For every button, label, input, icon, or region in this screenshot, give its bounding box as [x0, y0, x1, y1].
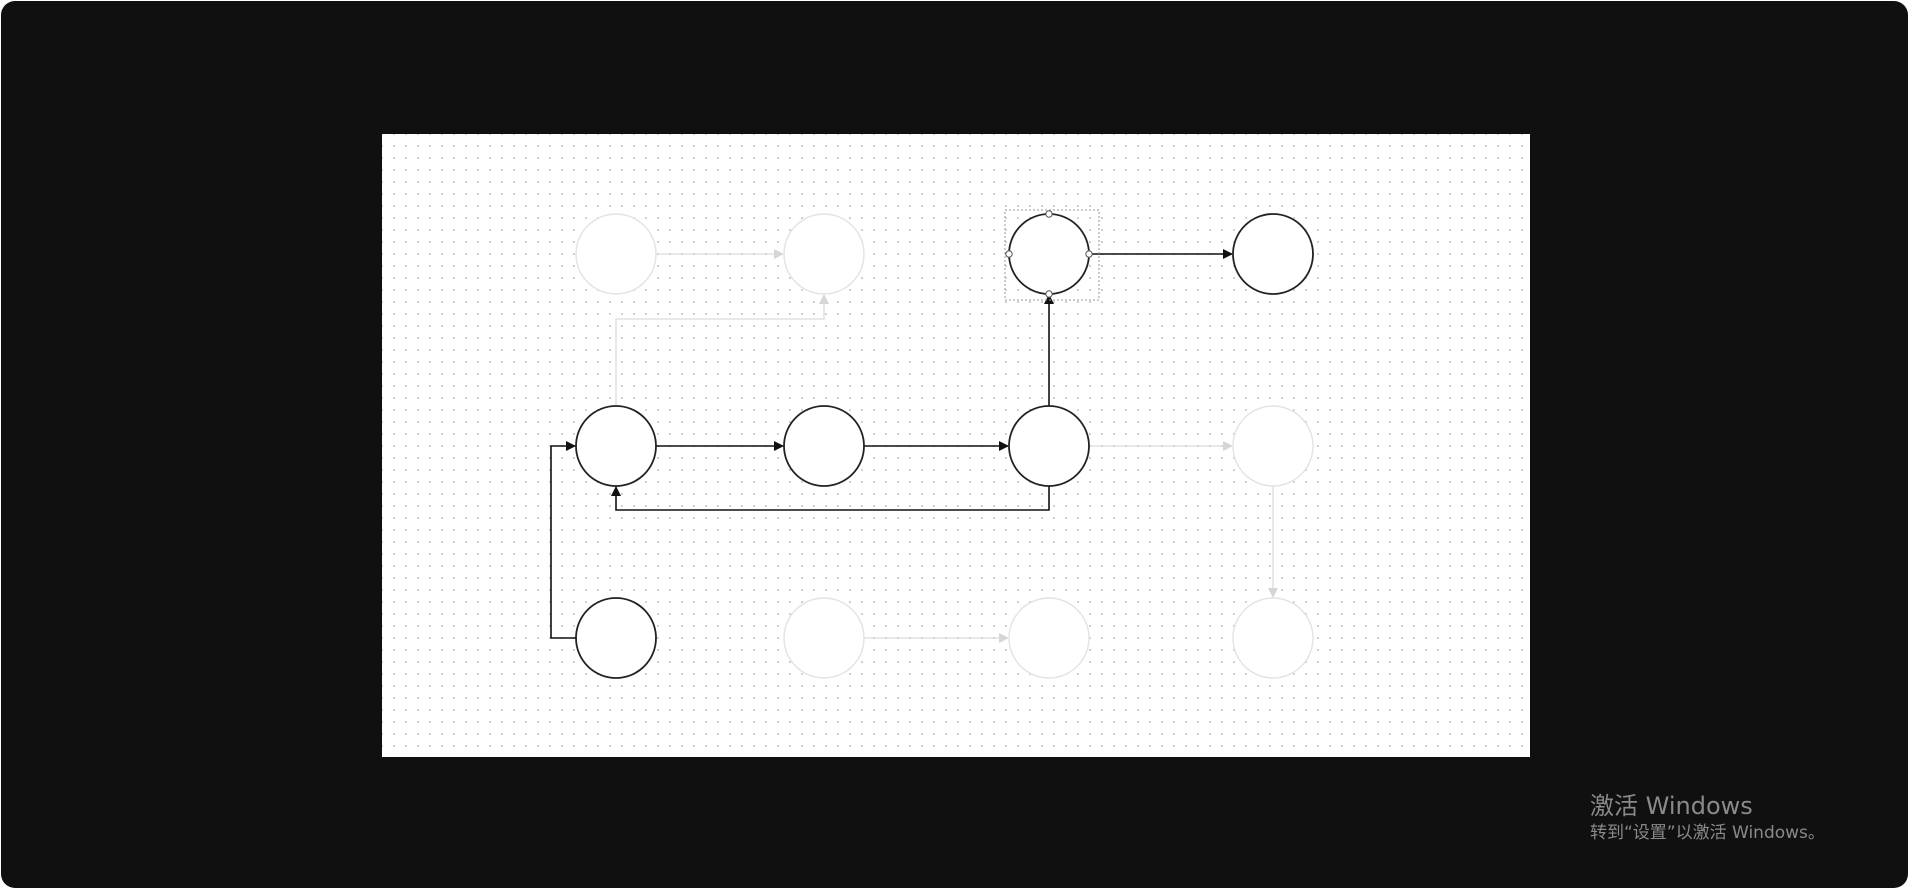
edges-layer — [550, 249, 1278, 643]
diagram-node-n10[interactable] — [783, 597, 865, 679]
diagram-node-n9[interactable] — [575, 597, 657, 679]
connection-handle-right[interactable] — [1085, 250, 1093, 258]
edge-n7-to-n5[interactable] — [611, 486, 1050, 511]
diagram-node-n3[interactable] — [1008, 213, 1090, 295]
diagram-node-n2[interactable] — [783, 213, 865, 295]
selection-layer — [1004, 209, 1100, 301]
watermark-subtitle: 转到“设置”以激活 Windows。 — [1590, 823, 1825, 843]
diagram-node-n5[interactable] — [575, 405, 657, 487]
connection-handle-bottom[interactable] — [1045, 290, 1053, 298]
watermark-title: 激活 Windows — [1590, 792, 1753, 820]
diagram-node-n12[interactable] — [1232, 597, 1314, 679]
edge-n9-to-n5[interactable] — [550, 441, 576, 639]
diagram-node-n4[interactable] — [1232, 213, 1314, 295]
connection-handle-left[interactable] — [1005, 250, 1013, 258]
connection-handle-top[interactable] — [1045, 210, 1053, 218]
nodes-layer — [575, 213, 1314, 679]
edge-n5-to-n2[interactable] — [615, 294, 829, 406]
diagram-svg — [550, 209, 1314, 679]
diagram-node-n1[interactable] — [575, 213, 657, 295]
diagram-node-n8[interactable] — [1232, 405, 1314, 487]
diagram-canvas[interactable] — [382, 134, 1530, 757]
diagram-node-n7[interactable] — [1008, 405, 1090, 487]
windows-activation-watermark: 激活 Windows 转到“设置”以激活 Windows。 — [1590, 791, 1825, 845]
diagram-node-n6[interactable] — [783, 405, 865, 487]
diagram-node-n11[interactable] — [1008, 597, 1090, 679]
